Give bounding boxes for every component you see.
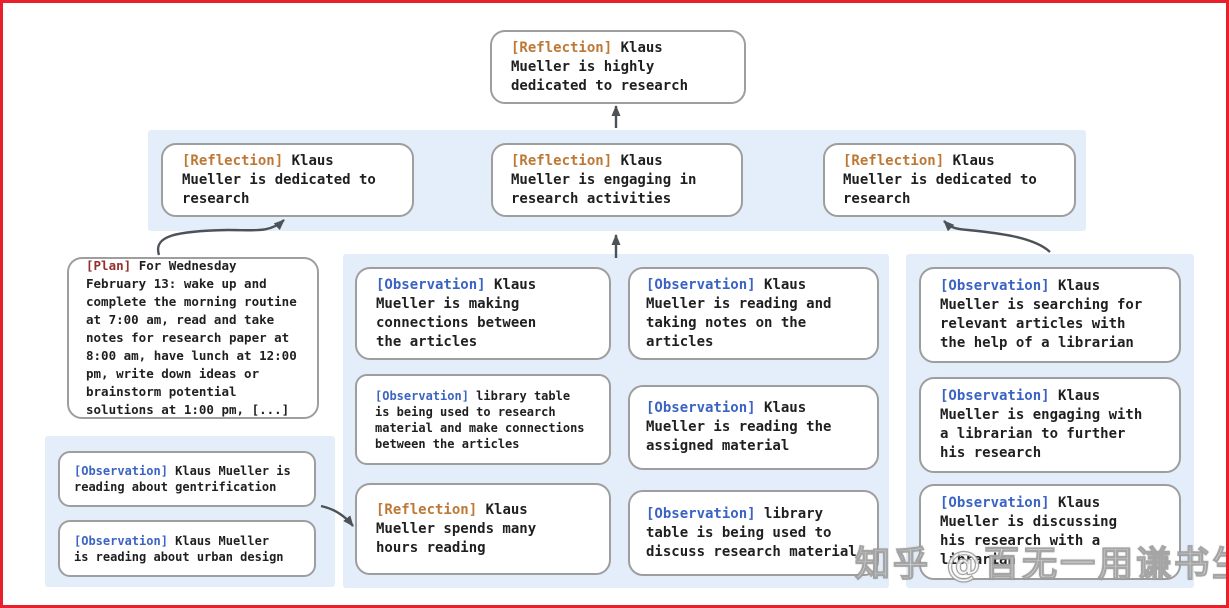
observation-tag: [Observation] (646, 276, 756, 293)
node-reflection-middle: [Reflection] Klaus Mueller is engaging i… (491, 143, 743, 217)
node-observation-gentrification: [Observation] Klaus Mueller is reading a… (58, 451, 316, 507)
node-observation-urban-design: [Observation] Klaus Mueller is reading a… (58, 520, 316, 577)
node-observation-making-connections: [Observation] Klaus Mueller is making co… (355, 267, 611, 360)
reflection-tag: [Reflection] (511, 152, 613, 169)
node-observation-engaging-librarian: [Observation] Klaus Mueller is engaging … (919, 377, 1181, 473)
observation-tag: [Observation] (375, 388, 469, 403)
node-observation-searching-articles: [Observation] Klaus Mueller is searching… (919, 267, 1181, 363)
node-text: Klaus Mueller spends many hours reading (376, 501, 537, 556)
node-text: Klaus Mueller is dedicated to research (843, 152, 1037, 207)
observation-tag: [Observation] (646, 400, 756, 416)
reflection-tag: [Reflection] (511, 39, 613, 56)
edge-arrows (156, 105, 1051, 527)
node-text: Klaus Mueller is reading the assigned ma… (646, 400, 832, 454)
node-reflection-hours-reading: [Reflection] Klaus Mueller spends many h… (355, 483, 611, 575)
node-text: Klaus Mueller is dedicated to research (182, 152, 376, 207)
node-observation-assigned-material: [Observation] Klaus Mueller is reading t… (628, 385, 879, 470)
node-text: library table is being used to discuss r… (646, 505, 857, 560)
node-observation-taking-notes: [Observation] Klaus Mueller is reading a… (628, 267, 879, 360)
arrow-plan-to-left-reflection (156, 219, 285, 256)
node-text: Klaus Mueller is discussing his research… (940, 495, 1118, 568)
node-reflection-right: [Reflection] Klaus Mueller is dedicated … (823, 143, 1076, 217)
observation-tag: [Observation] (376, 276, 486, 293)
reflection-tag: [Reflection] (376, 501, 478, 518)
plan-tag: [Plan] (86, 258, 132, 273)
arrow-leftpanel-to-reading-reflection (320, 504, 354, 527)
node-text: library table is being used to research … (375, 388, 585, 451)
node-text: Klaus Mueller is highly dedicated to res… (511, 39, 689, 94)
observation-tag: [Observation] (940, 388, 1050, 404)
reflection-tag: [Reflection] (182, 152, 284, 169)
node-observation-discussing-librarian: [Observation] Klaus Mueller is discussin… (919, 484, 1181, 580)
reflection-tag: [Reflection] (843, 152, 945, 169)
node-text: Klaus Mueller is engaging with a librari… (940, 388, 1143, 461)
node-text: Klaus Mueller is making connections betw… (376, 276, 537, 350)
node-text: For Wednesday February 13: wake up and c… (86, 258, 297, 417)
node-text: Klaus Mueller is reading about urban des… (74, 533, 284, 564)
observation-tag: [Observation] (74, 464, 168, 478)
node-observation-library-table-research: [Observation] library table is being use… (355, 374, 611, 465)
observation-tag: [Observation] (940, 495, 1050, 511)
node-reflection-left: [Reflection] Klaus Mueller is dedicated … (161, 143, 414, 217)
watermark: 知乎 @百无一用谦书生 (854, 544, 1229, 585)
observation-tag: [Observation] (646, 505, 756, 522)
node-text: Klaus Mueller is searching for relevant … (940, 278, 1143, 351)
observation-tag: [Observation] (940, 278, 1050, 294)
node-text: Klaus Mueller is reading about gentrific… (74, 464, 291, 494)
node-top-reflection: [Reflection] Klaus Mueller is highly ded… (490, 30, 746, 104)
node-text: Klaus Mueller is engaging in research ac… (511, 152, 697, 207)
node-text: Klaus Mueller is reading and taking note… (646, 276, 832, 350)
node-observation-library-table-discuss: [Observation] library table is being use… (628, 490, 879, 576)
node-plan: [Plan] For Wednesday February 13: wake u… (67, 257, 319, 419)
observation-tag: [Observation] (74, 533, 168, 548)
arrow-rightpanel-to-right-reflection (943, 220, 1051, 253)
